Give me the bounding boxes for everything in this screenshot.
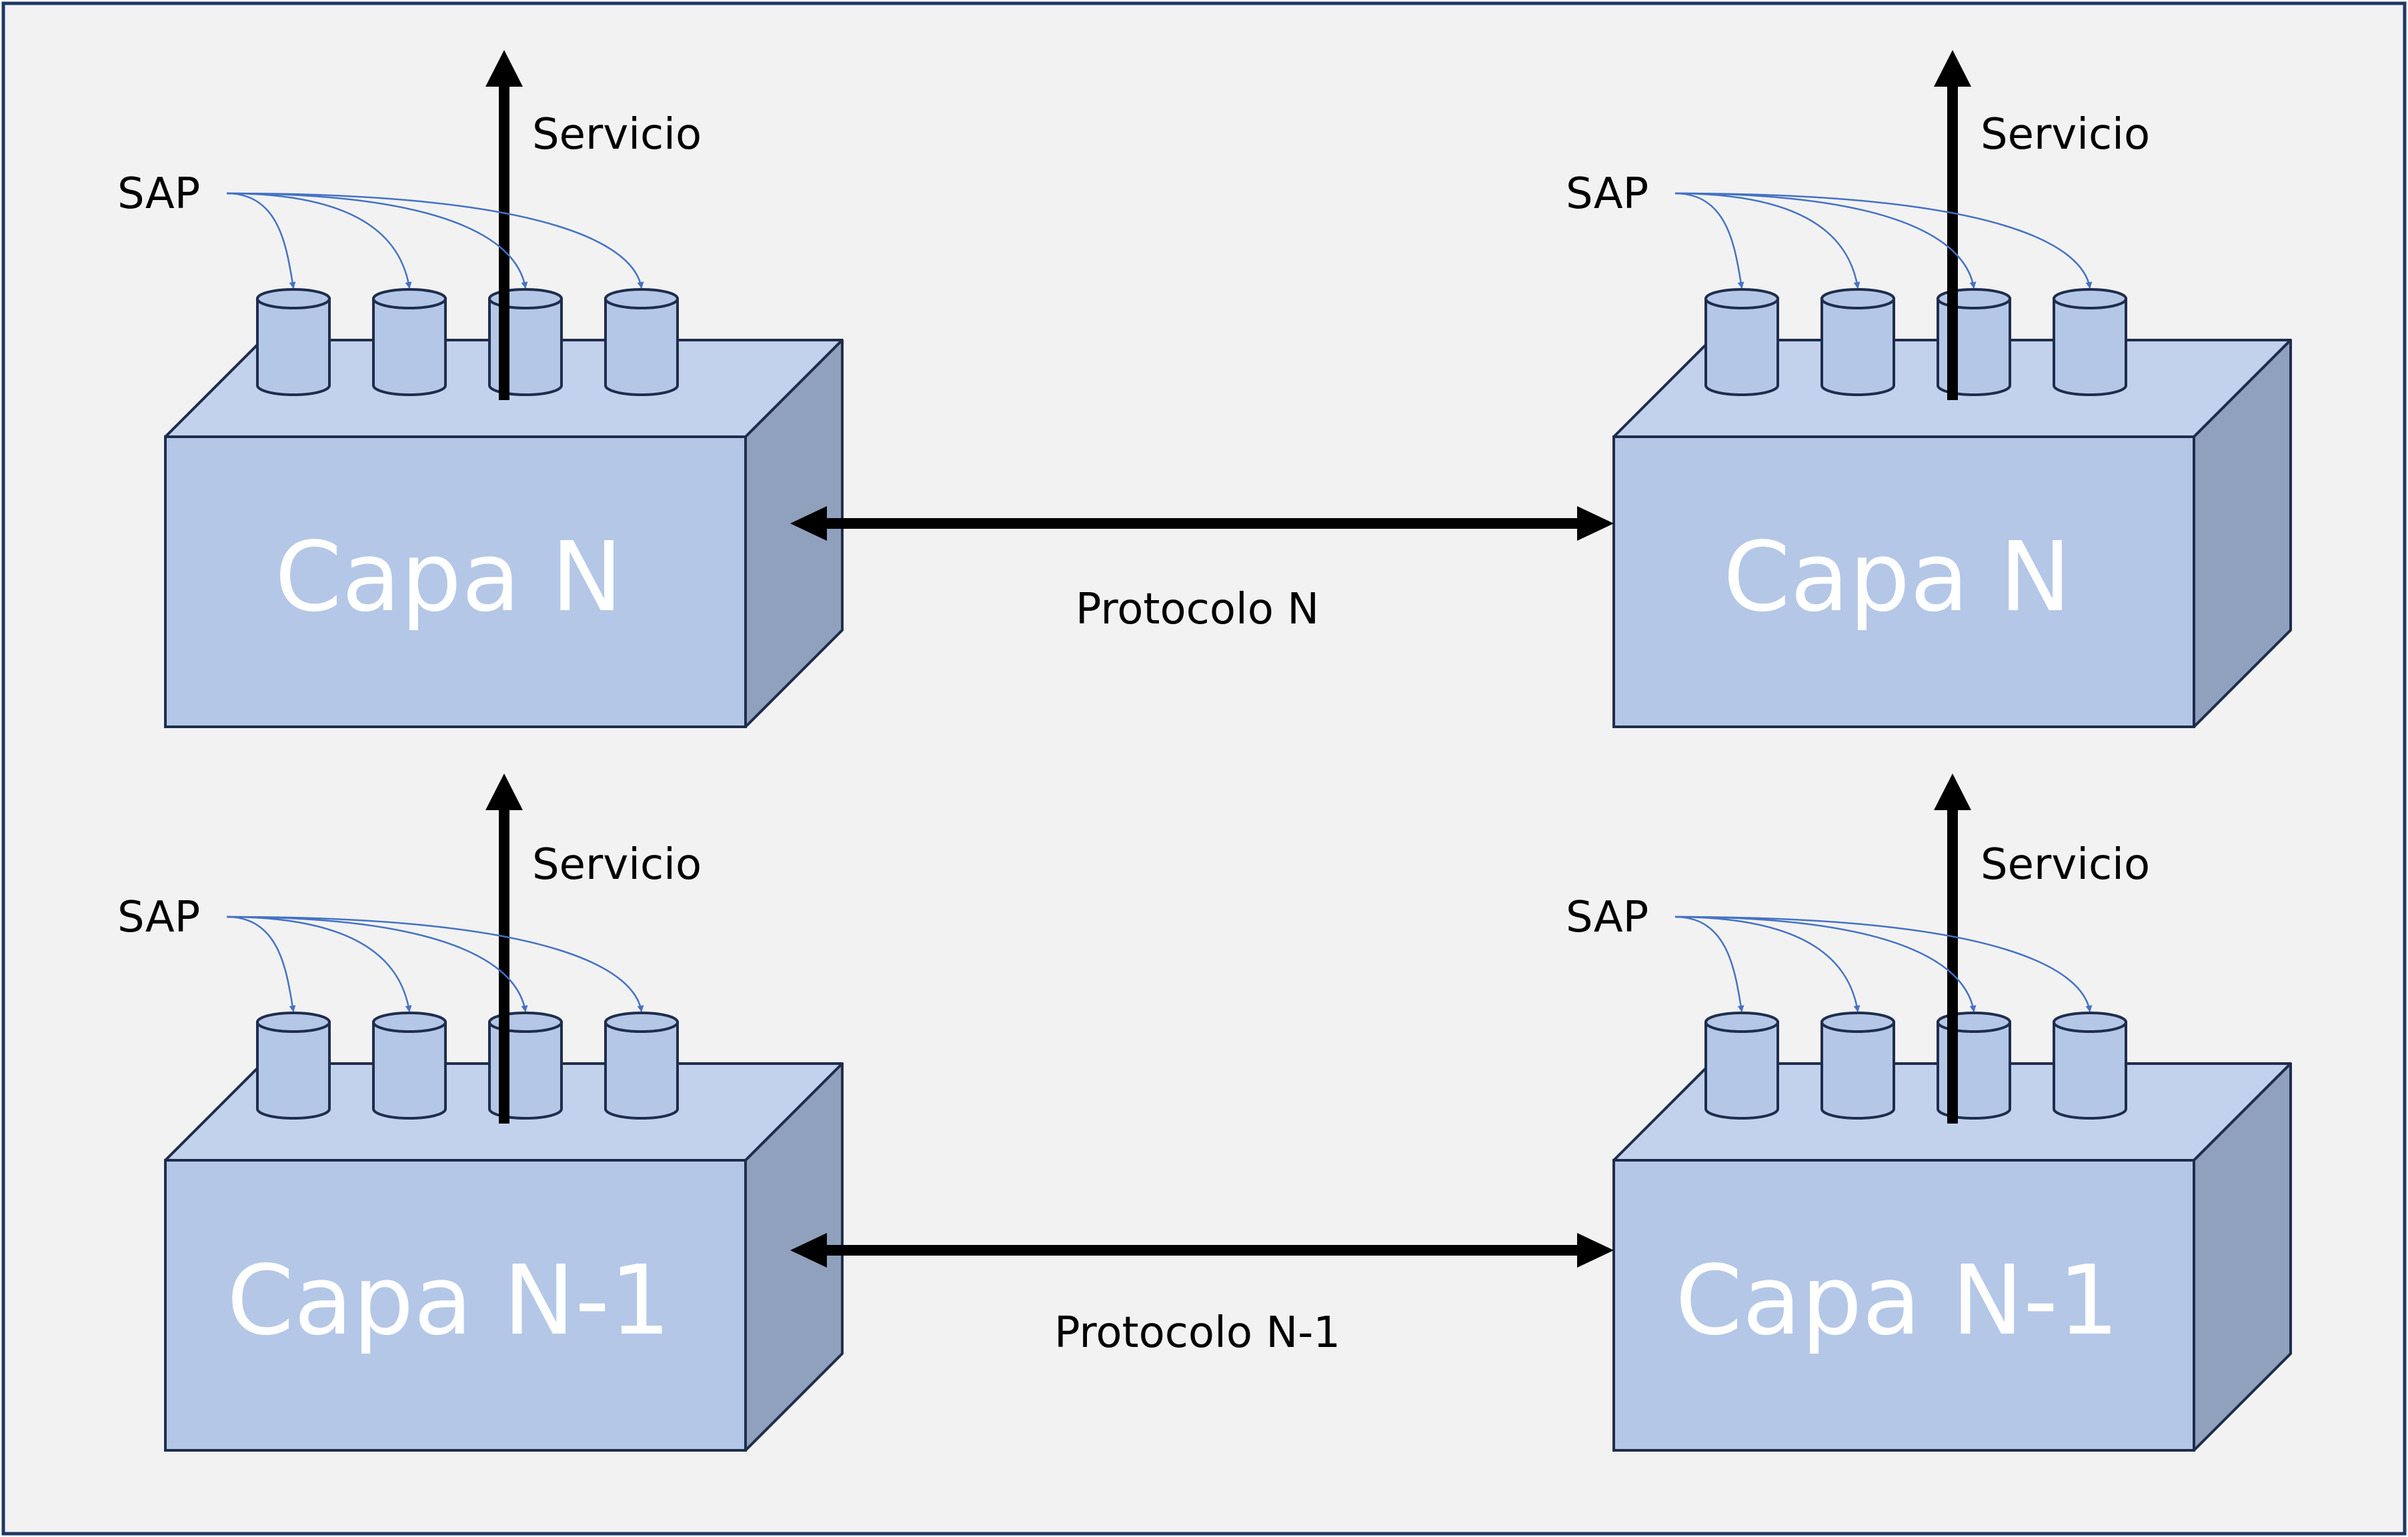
sap-connector-curve [226,192,296,289]
sap-connector-curve [226,192,528,289]
protocol-arrow-protocol-n: Protocolo N [790,506,1614,634]
sap-connector-curve [226,916,296,1012]
sap-cylinder [2053,1012,2127,1120]
sap-cylinder-body [1704,1021,1779,1120]
service-label: Servicio [1981,110,2150,159]
sap-cylinder-top [2053,288,2127,309]
sap-connector-curve [226,192,412,289]
sap-label: SAP [117,893,200,942]
service-arrow-head [485,774,523,810]
sap-cylinder-top [1821,1012,1895,1033]
sap-connector-curve [1674,916,2093,1012]
box-front-face [164,1159,747,1452]
sap-connector-curve [1674,192,1861,289]
service-arrow-head [1934,774,1971,810]
sap-cylinder-body [604,297,679,396]
sap-connector-curve [1674,192,1744,289]
protocol-links: Protocolo N Protocolo N-1 [790,506,1614,1358]
sap-cylinder-body [256,297,331,396]
sap-cylinder-body [256,1021,331,1120]
sap-cylinder-body [1821,297,1895,396]
sap-label: SAP [117,169,200,219]
protocol-label: Protocolo N [1076,585,1319,634]
protocol-arrow-head-left [790,1233,827,1268]
protocol-arrow-head-left [790,506,827,541]
sap-cylinder [1704,1012,1779,1120]
layer-label: Capa N-1 [1675,1244,2119,1356]
service-arrow-head [1934,50,1971,87]
sap-cylinder [1821,288,1895,396]
sap-cylinder [1704,288,1779,396]
sap-cylinder-body [2053,1021,2127,1120]
sap-cylinder [2053,288,2127,396]
sap-cylinder [372,1012,447,1120]
sap-cylinder-top [256,1012,331,1033]
sap-cylinder-body [372,297,447,396]
sap-label: SAP [1566,169,1648,219]
sap-cylinder-body [2053,297,2127,396]
layer-label: Capa N [1723,521,2071,633]
service-label: Servicio [1981,840,2150,890]
sap-connector-curve [1674,916,1977,1012]
sap-cylinder-top [604,1012,679,1033]
box-front-face [1612,435,2195,728]
sap-cylinder-body [604,1021,679,1120]
sap-connector-curve [226,916,412,1012]
sap-cylinder-top [256,288,331,309]
sap-connector-curve [226,916,528,1012]
layer-label: Capa N-1 [227,1244,671,1356]
sap-cylinder [256,288,331,396]
protocol-arrow-head-right [1577,1233,1614,1268]
sap-cylinder-top [604,288,679,309]
box-front-face [1612,1159,2195,1452]
sap-cylinder [372,288,447,396]
sap-connector-curve [1674,192,2093,289]
protocol-arrow-protocol-n-1: Protocolo N-1 [790,1233,1614,1358]
sap-connector-curve [1674,916,1861,1012]
box-front-face [164,435,747,728]
sap-cylinder [256,1012,331,1120]
sap-cylinder-top [1704,1012,1779,1033]
sap-cylinder-top [372,288,447,309]
sap-cylinder [604,288,679,396]
sap-connector-curve [226,192,644,289]
sap-cylinder [604,1012,679,1120]
service-label: Servicio [532,110,702,159]
sap-cylinder-body [372,1021,447,1120]
sap-cylinder [1821,1012,1895,1120]
layer-label: Capa N [275,521,623,633]
service-label: Servicio [532,840,702,890]
sap-connector-curve [226,916,644,1012]
sap-connector-curve [1674,916,1744,1012]
sap-cylinder-top [1704,288,1779,309]
service-arrow-head [485,50,523,87]
sap-cylinder-top [2053,1012,2127,1033]
protocol-label: Protocolo N-1 [1054,1308,1340,1358]
sap-cylinder-top [372,1012,447,1033]
sap-connector-curve [1674,192,1977,289]
sap-cylinder-top [1821,288,1895,309]
sap-cylinder-body [1821,1021,1895,1120]
sap-label: SAP [1566,893,1648,942]
protocol-arrow-head-right [1577,506,1614,541]
sap-cylinder-body [1704,297,1779,396]
